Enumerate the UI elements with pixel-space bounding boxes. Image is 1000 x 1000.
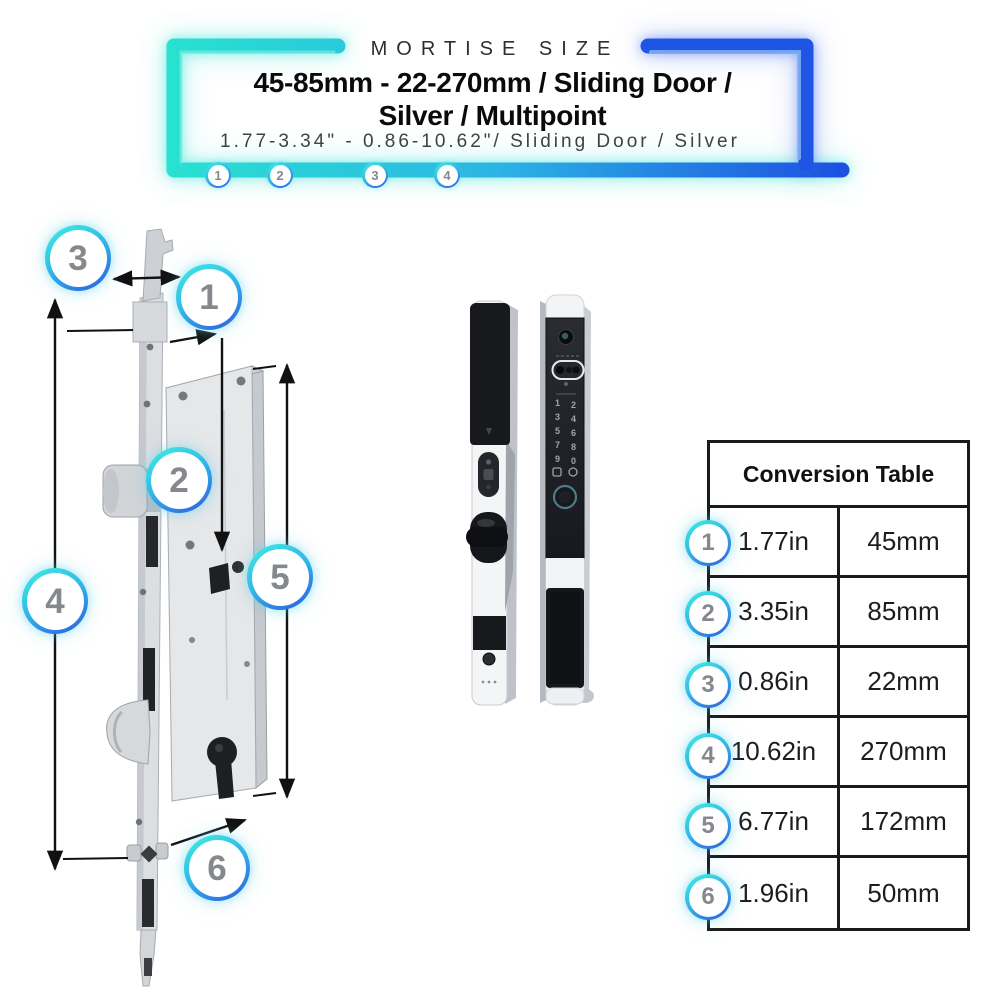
table-row: 10.62in 270mm — [710, 718, 967, 788]
table-marker-3: 3 — [685, 662, 731, 708]
conversion-table: Conversion Table 1.77in 45mm 3.35in 85mm… — [707, 440, 970, 931]
inch-value: 1.96in — [710, 858, 840, 928]
svg-text:1: 1 — [555, 398, 560, 408]
svg-text:8: 8 — [571, 442, 576, 452]
neon-frame — [166, 38, 850, 178]
svg-text:2: 2 — [571, 400, 576, 410]
diagram-callout-2: 2 — [146, 447, 212, 513]
header-marker-3: 3 — [362, 162, 388, 188]
outdoor-handle: 1 2 3 4 5 6 7 8 9 0 — [540, 294, 594, 706]
mm-value: 45mm — [867, 526, 940, 556]
table-row: 6.77in 172mm — [710, 788, 967, 858]
svg-text:9: 9 — [555, 454, 560, 464]
mm-value: 50mm — [867, 877, 940, 908]
title-line-2: Silver / Multipoint — [378, 100, 607, 131]
mm-value: 270mm — [860, 736, 947, 766]
keypad-digits: 1 2 3 4 5 6 7 8 9 0 — [555, 398, 576, 466]
eyebrow-title: MORTISE SIZE — [370, 38, 620, 60]
svg-text:4: 4 — [571, 414, 576, 424]
table-row: 3.35in 85mm — [710, 578, 967, 648]
title-line-1: 45-85mm - 22-270mm / Sliding Door / — [253, 67, 732, 98]
inch-value: 6.77in — [710, 788, 840, 855]
indoor-handle — [466, 300, 518, 706]
mortise-lock-illustration — [46, 228, 296, 987]
mm-value: 172mm — [860, 806, 947, 836]
inch-value: 10.62in — [710, 718, 840, 785]
svg-text:0: 0 — [571, 456, 576, 466]
mm-value: 22mm — [867, 666, 940, 696]
header-marker-4: 4 — [434, 162, 460, 188]
svg-text:3: 3 — [555, 412, 560, 422]
diagram-callout-4: 4 — [22, 568, 88, 634]
product-title: 45-85mm - 22-270mm / Sliding Door / Silv… — [150, 66, 835, 132]
svg-text:6: 6 — [571, 428, 576, 438]
table-marker-4: 4 — [685, 733, 731, 779]
smart-lock-handles-photo: 1 2 3 4 5 6 7 8 9 0 — [466, 294, 594, 706]
diagram-callout-6: 6 — [184, 835, 250, 901]
conversion-table-title: Conversion Table — [710, 443, 967, 508]
diagram-callout-5: 5 — [247, 544, 313, 610]
diagram-callout-3: 3 — [45, 225, 111, 291]
table-marker-6: 6 — [685, 874, 731, 920]
header-marker-2: 2 — [267, 162, 293, 188]
diagram-callout-1: 1 — [176, 264, 242, 330]
table-row: 1.77in 45mm — [710, 508, 967, 578]
table-marker-5: 5 — [685, 803, 731, 849]
table-row: 0.86in 22mm — [710, 648, 967, 718]
product-subtitle: 1.77-3.34" - 0.86-10.62"/ Sliding Door /… — [220, 131, 740, 152]
table-marker-2: 2 — [685, 591, 731, 637]
svg-text:7: 7 — [555, 440, 560, 450]
inch-value: 0.86in — [710, 648, 840, 715]
table-row: 1.96in 50mm — [710, 858, 967, 928]
inch-value: 3.35in — [710, 578, 840, 645]
mm-value: 85mm — [867, 596, 940, 626]
inch-value: 1.77in — [710, 508, 840, 575]
table-marker-1: 1 — [685, 520, 731, 566]
header-marker-1: 1 — [205, 162, 231, 188]
svg-text:5: 5 — [555, 426, 560, 436]
